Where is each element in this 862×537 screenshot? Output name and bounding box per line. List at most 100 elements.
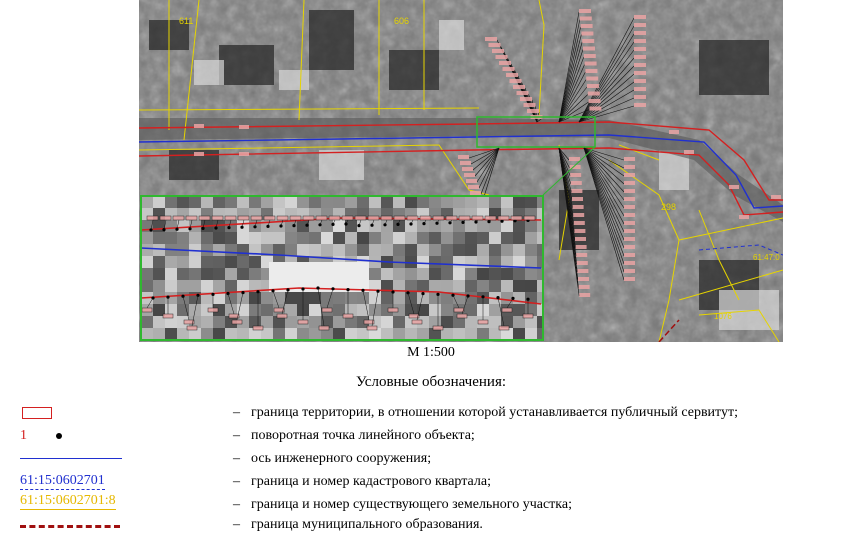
- inset-pixel: [369, 196, 381, 208]
- leader-line: [191, 295, 199, 327]
- inset-pixel: [477, 232, 489, 244]
- map-canvas: 611 606 298 61:47:0 1076: [139, 0, 783, 342]
- point-label-mark: [520, 97, 532, 101]
- inset-pixel: [429, 220, 441, 232]
- inset-pixel: [381, 304, 393, 316]
- inset-pixel: [213, 304, 225, 316]
- inset-pixel: [501, 256, 513, 268]
- leader-line: [384, 219, 388, 225]
- inset-pixel: [525, 220, 537, 232]
- point-label-mark: [569, 165, 581, 169]
- turning-point: [271, 289, 275, 293]
- leader-line: [558, 64, 585, 123]
- inset-pixel: [261, 304, 273, 316]
- point-label-mark: [466, 179, 477, 183]
- parcel-label: 298: [661, 202, 676, 212]
- leader-line: [558, 19, 581, 123]
- inset-pixel: [525, 196, 537, 208]
- leader-line: [558, 41, 583, 123]
- inset-pixel: [225, 220, 237, 232]
- inset-pixel: [501, 328, 513, 340]
- inset-pixel: [153, 232, 165, 244]
- leader-line: [583, 147, 625, 177]
- inset-pixel: [333, 304, 345, 316]
- point-label-mark: [363, 319, 375, 325]
- leader-line: [583, 147, 625, 225]
- inset-pixel: [201, 244, 213, 256]
- turning-point: [292, 224, 296, 228]
- inset-pixel: [405, 256, 417, 268]
- inset-pixel: [141, 268, 153, 280]
- leader-line: [480, 147, 500, 195]
- inset-pixel: [225, 304, 237, 316]
- leader-line: [472, 147, 500, 171]
- inset-pixel: [393, 280, 405, 292]
- point-label-mark: [573, 213, 585, 217]
- point-label-mark: [477, 319, 489, 325]
- leader-line: [317, 287, 325, 327]
- point-label-mark: [634, 31, 646, 35]
- point-label-mark: [634, 55, 646, 59]
- inset-pixel: [153, 256, 165, 268]
- inset-pixel: [321, 232, 333, 244]
- leader-line: [436, 219, 440, 224]
- point-label-mark: [484, 215, 497, 221]
- leader-line: [482, 147, 500, 201]
- map-scale: М 1:500: [407, 345, 455, 360]
- inset-pixel: [225, 196, 237, 208]
- inset-pixel: [513, 256, 525, 268]
- inset-pixel: [273, 196, 285, 208]
- inset-pixel: [201, 328, 213, 340]
- inset-pixel: [141, 196, 153, 208]
- inset-pixel: [537, 220, 543, 232]
- point-label-mark: [588, 99, 601, 103]
- point-label-mark: [387, 307, 399, 313]
- inset-pixel: [417, 280, 429, 292]
- point-label-mark: [239, 125, 249, 129]
- leader-line: [215, 219, 219, 229]
- inset-pixel: [513, 220, 525, 232]
- point-label-mark: [684, 150, 694, 154]
- point-label-mark: [669, 130, 679, 134]
- inset-pixel: [489, 316, 501, 328]
- inset-pixel: [441, 304, 453, 316]
- inset-pixel: [321, 244, 333, 256]
- leader-line: [558, 26, 581, 123]
- leader-line: [578, 33, 635, 123]
- point-label-mark: [570, 173, 582, 177]
- inset-pixel: [261, 232, 273, 244]
- legend-row-municipal: – граница муниципального образования.: [0, 515, 862, 537]
- leader-line: [583, 147, 625, 233]
- inset-zoom: [140, 195, 544, 341]
- leader-line: [578, 73, 635, 123]
- inset-pixel: [429, 268, 441, 280]
- leader-line: [227, 293, 235, 315]
- inset-pixel: [405, 220, 417, 232]
- leader-line: [241, 219, 245, 228]
- point-label-mark: [587, 84, 599, 88]
- point-label-mark: [634, 15, 646, 19]
- leader-line: [558, 56, 585, 123]
- inset-pixel: [525, 244, 537, 256]
- inset-pixel: [237, 196, 249, 208]
- inset-pixel: [357, 244, 369, 256]
- leader-line: [306, 219, 310, 226]
- point-label-mark: [576, 261, 588, 265]
- inset-pixel: [165, 232, 177, 244]
- inset-pixel: [537, 292, 543, 304]
- point-label-mark: [585, 69, 598, 73]
- inset-pixel: [489, 232, 501, 244]
- inset-pixel: [489, 304, 501, 316]
- inset-pixel: [537, 208, 543, 220]
- point-label-mark: [159, 215, 172, 221]
- point-label-mark: [495, 55, 508, 59]
- point-label-mark: [624, 229, 635, 233]
- leader-line: [407, 292, 415, 315]
- inset-pixel: [441, 328, 453, 340]
- quarter-code: 61:15:0602701: [20, 473, 105, 490]
- legend-label: граница территории, в отношении которой …: [251, 405, 738, 420]
- point-label-mark: [453, 307, 465, 313]
- inset-pixel: [165, 196, 177, 208]
- legend-dash: –: [233, 451, 240, 466]
- inset-pixel: [525, 328, 537, 340]
